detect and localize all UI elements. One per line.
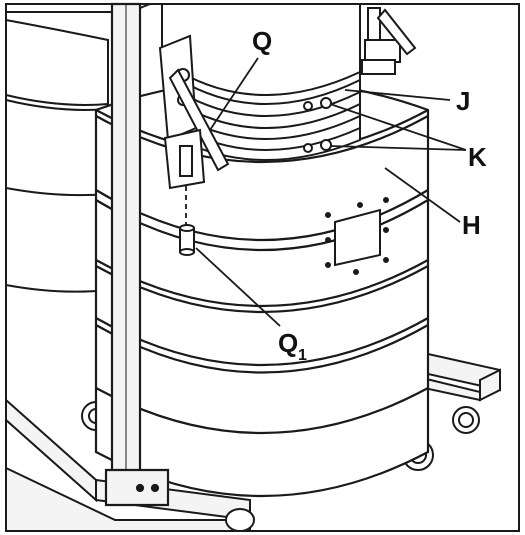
leader-q1 — [195, 247, 281, 327]
leader-j — [344, 89, 451, 101]
leader-k-upper — [329, 103, 467, 151]
frame-post — [104, 2, 170, 507]
label-h: H — [462, 210, 481, 240]
label-k: K — [468, 142, 487, 172]
inspection-window — [325, 197, 389, 275]
leader-k-lower — [329, 145, 467, 151]
leader-q — [209, 57, 259, 131]
q1-pin — [179, 224, 195, 256]
label-j: J — [456, 86, 470, 116]
background-drum — [5, 18, 109, 293]
label-q: Q — [252, 26, 272, 56]
label-q1-subscript: 1 — [298, 347, 307, 364]
label-q1: Q — [278, 328, 298, 358]
left-clamp — [158, 34, 230, 190]
right-clamp — [361, 7, 417, 75]
leader-lines — [195, 57, 467, 327]
leader-h — [384, 167, 461, 223]
